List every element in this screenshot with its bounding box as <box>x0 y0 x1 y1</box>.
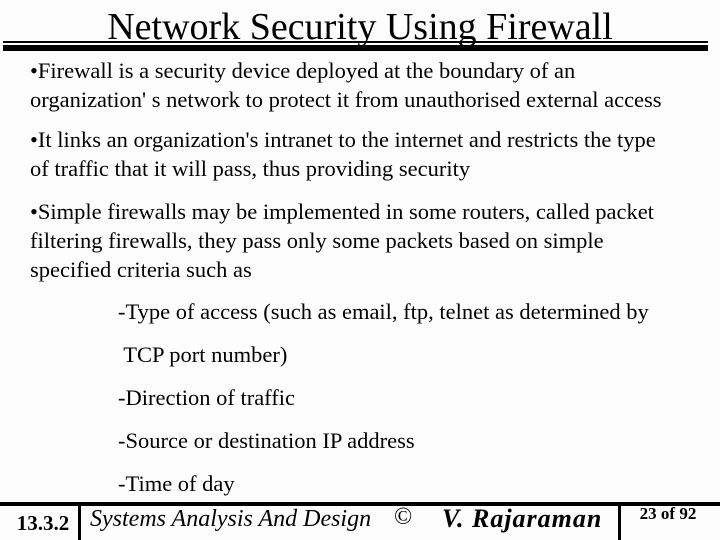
footer-vertical-divider-right <box>618 506 621 540</box>
sub-item-direction-of-traffic: -Direction of traffic <box>118 385 296 410</box>
title-underline-thin <box>3 41 708 43</box>
bullet-paragraph-intranet-link: •It links an organization's intranet to … <box>30 127 656 181</box>
footer-author-name: V. Rajaraman <box>442 504 603 533</box>
sub-item-type-of-access: -Type of access (such as email, ftp, tel… <box>118 299 649 324</box>
footer-page-indicator: 23 of 92 <box>639 504 697 523</box>
bullet-paragraph-firewall-definition: •Firewall is a security device deployed … <box>30 58 662 112</box>
footer-vertical-divider-left <box>78 506 81 540</box>
footer-book-title: Systems Analysis And Design <box>90 506 372 532</box>
title-underline-thick <box>3 45 708 51</box>
copyright-icon: © <box>394 504 413 530</box>
sub-item-tcp-port: TCP port number) <box>118 342 288 367</box>
sub-item-ip-address: -Source or destination IP address <box>118 428 415 453</box>
bullet-paragraph-simple-firewalls: •Simple firewalls may be implemented in … <box>30 199 654 282</box>
footer-divider-line <box>0 502 720 506</box>
footer-section-number: 13.3.2 <box>16 511 70 535</box>
sub-item-time-of-day: -Time of day <box>118 471 235 496</box>
